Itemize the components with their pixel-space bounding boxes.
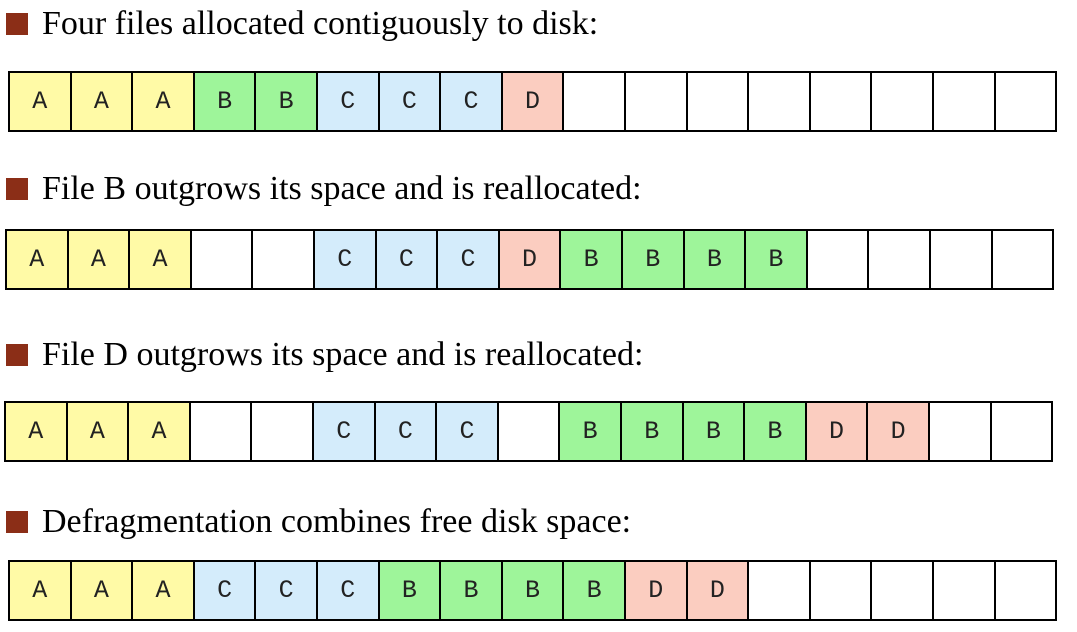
disk-block-c: C — [313, 403, 376, 460]
disk-block-free — [498, 403, 561, 460]
disk-block-a: A — [133, 562, 195, 619]
disk-block-c: C — [317, 73, 380, 130]
disk-block-d: D — [502, 73, 565, 130]
disk-block-b: B — [256, 73, 318, 130]
disk-block-c: C — [438, 231, 500, 288]
disk-block-d: D — [625, 562, 688, 619]
section-3-heading: File D outgrows its space and is realloc… — [42, 336, 644, 373]
disk-block-b: B — [746, 231, 808, 288]
bullet-icon — [6, 511, 28, 533]
disk-block-c: C — [375, 403, 438, 460]
disk-block-b: B — [441, 562, 503, 619]
section-4-heading: Defragmentation combines free disk space… — [42, 503, 632, 540]
section-1-heading-row: Four files allocated contiguously to dis… — [0, 2, 598, 46]
disk-block-c: C — [314, 231, 377, 288]
disk-block-a: A — [68, 231, 131, 288]
disk-block-b: B — [745, 403, 807, 460]
disk-block-free — [933, 73, 996, 130]
disk-block-d: D — [806, 403, 869, 460]
disk-block-b: B — [683, 403, 746, 460]
disk-block-free — [749, 562, 811, 619]
disk-block-free — [810, 73, 873, 130]
disk-block-a: A — [133, 73, 195, 130]
disk-block-free — [252, 403, 314, 460]
disk-block-free — [872, 73, 934, 130]
section-2-heading-row: File B outgrows its space and is realloc… — [0, 167, 642, 211]
disk-block-free — [929, 403, 992, 460]
disk-block-b: B — [502, 562, 565, 619]
disk-block-b: B — [194, 73, 257, 130]
disk-block-a: A — [130, 231, 192, 288]
section-2-heading: File B outgrows its space and is realloc… — [42, 170, 642, 207]
disk-block-c: C — [194, 562, 257, 619]
disk-block-free — [872, 562, 934, 619]
disk-block-free — [625, 73, 688, 130]
disk-block-free — [933, 562, 996, 619]
disk-block-b: B — [621, 403, 684, 460]
disk-block-free — [869, 231, 931, 288]
disk-block-b: B — [560, 403, 622, 460]
disk-block-c: C — [441, 73, 503, 130]
disk-block-d: D — [687, 562, 750, 619]
disk-block-a: A — [6, 403, 68, 460]
bullet-icon — [6, 178, 28, 200]
disk-block-free — [810, 562, 873, 619]
disk-block-c: C — [437, 403, 499, 460]
disk-block-a: A — [10, 73, 72, 130]
disk-block-free — [995, 562, 1058, 619]
disk-block-b: B — [564, 562, 626, 619]
disk-block-b: B — [561, 231, 623, 288]
disk-block-d: D — [868, 403, 930, 460]
disk-block-c: C — [317, 562, 380, 619]
section-3-heading-row: File D outgrows its space and is realloc… — [0, 333, 643, 377]
disk-block-free — [253, 231, 315, 288]
disk-block-free — [687, 73, 750, 130]
disk-block-c: C — [379, 73, 442, 130]
section-1-heading: Four files allocated contiguously to dis… — [42, 5, 599, 42]
bullet-icon — [6, 13, 28, 35]
disk-block-a: A — [67, 403, 130, 460]
disk-block-free — [190, 403, 253, 460]
disk-block-c: C — [376, 231, 439, 288]
disk-block-b: B — [379, 562, 442, 619]
disk-block-a: A — [10, 562, 72, 619]
disk-block-d: D — [499, 231, 562, 288]
bullet-icon — [6, 344, 28, 366]
disk-block-free — [564, 73, 626, 130]
disk-block-a: A — [129, 403, 191, 460]
disk-block-free — [995, 73, 1058, 130]
disk-block-free — [749, 73, 811, 130]
disk-block-free — [930, 231, 993, 288]
disk-block-a: A — [7, 231, 69, 288]
disk-block-b: B — [622, 231, 685, 288]
disk-block-a: A — [71, 73, 134, 130]
disk-block-c: C — [256, 562, 318, 619]
disk-block-free — [992, 231, 1055, 288]
section-4-heading-row: Defragmentation combines free disk space… — [0, 500, 631, 544]
disk-block-free — [191, 231, 254, 288]
disk-block-free — [807, 231, 870, 288]
disk-block-b: B — [684, 231, 747, 288]
disk-block-a: A — [71, 562, 134, 619]
disk-block-free — [991, 403, 1054, 460]
